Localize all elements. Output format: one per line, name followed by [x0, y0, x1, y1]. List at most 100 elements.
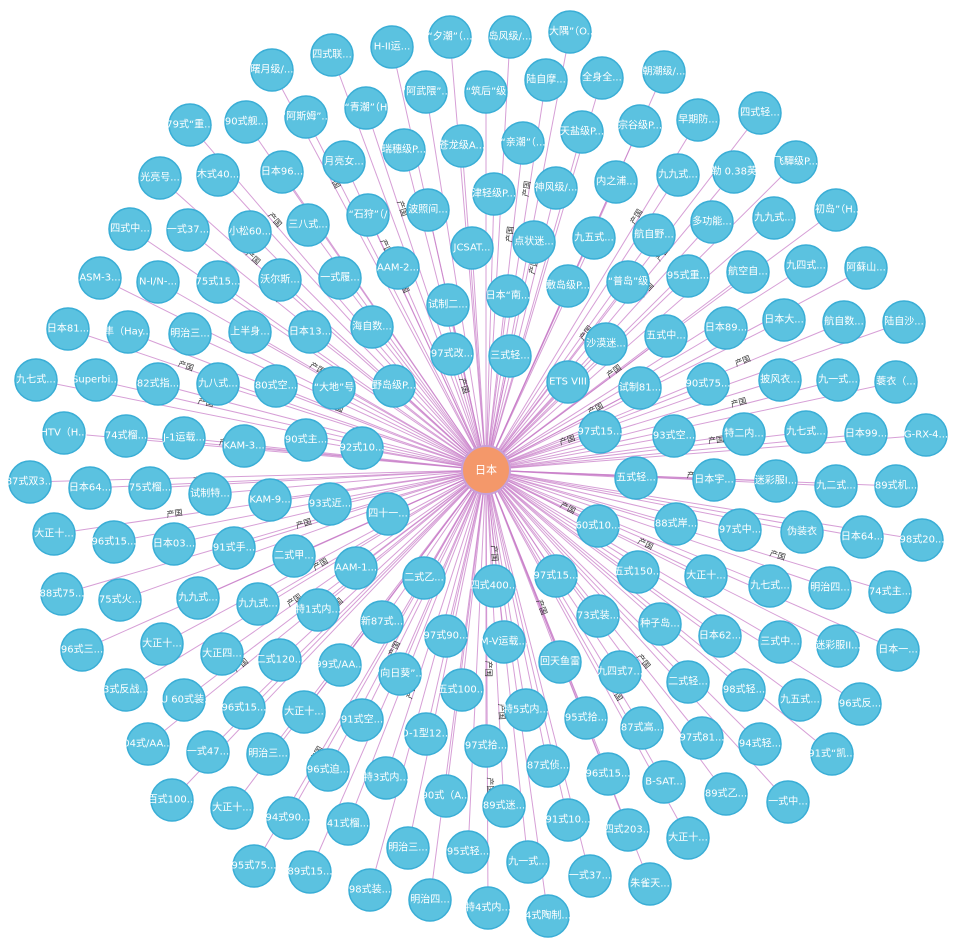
graph-node[interactable]: 二式甲... [272, 534, 316, 578]
graph-node[interactable]: 日本大... [762, 298, 806, 342]
graph-node[interactable]: 瑞穗级P... [382, 128, 426, 172]
graph-node[interactable]: 百式100... [148, 778, 197, 822]
graph-node[interactable]: JCSAT... [450, 226, 494, 270]
graph-node[interactable]: 90式（A... [422, 774, 471, 818]
graph-node[interactable]: 明治四... [408, 878, 452, 922]
node-circle[interactable] [406, 188, 450, 232]
node-circle[interactable] [266, 796, 310, 840]
graph-node[interactable]: 87式侦... [526, 744, 570, 788]
node-circle[interactable] [690, 200, 734, 244]
node-circle[interactable] [572, 216, 616, 260]
node-circle[interactable] [501, 121, 545, 165]
node-circle[interactable] [446, 830, 490, 874]
graph-node[interactable]: 四式联... [310, 33, 354, 77]
graph-node[interactable]: Superbi... [72, 358, 120, 402]
graph-node[interactable]: 特5式内... [503, 688, 549, 732]
node-circle[interactable] [370, 25, 414, 69]
node-circle[interactable] [784, 410, 828, 454]
node-circle[interactable] [340, 426, 384, 470]
node-circle[interactable] [576, 594, 620, 638]
graph-node[interactable]: 二式120... [256, 638, 305, 682]
node-circle[interactable] [136, 362, 180, 406]
node-circle[interactable] [212, 526, 256, 570]
node-circle[interactable] [32, 512, 76, 556]
graph-node[interactable]: 95式重... [666, 254, 710, 298]
graph-node[interactable]: 大正十... [282, 690, 326, 734]
graph-node[interactable]: 曙月级/... [250, 48, 294, 92]
node-circle[interactable] [232, 844, 276, 888]
graph-node[interactable]: 04式/AA... [123, 722, 173, 766]
node-circle[interactable] [128, 466, 172, 510]
node-circle[interactable] [136, 260, 180, 304]
node-circle[interactable] [466, 886, 510, 930]
graph-node[interactable]: “亲潮”（... [501, 121, 546, 165]
node-circle[interactable] [340, 698, 384, 742]
node-circle[interactable] [564, 696, 608, 740]
node-circle[interactable] [222, 686, 266, 730]
graph-node[interactable]: 波照间... [406, 188, 450, 232]
node-circle[interactable] [176, 576, 220, 620]
node-circle[interactable] [284, 95, 328, 139]
node-circle[interactable] [546, 798, 590, 842]
node-circle[interactable] [822, 300, 866, 344]
graph-node[interactable]: 新87式... [360, 600, 404, 644]
node-circle[interactable] [876, 628, 920, 672]
node-circle[interactable] [200, 632, 244, 676]
graph-node[interactable]: 早期防... [676, 98, 720, 142]
node-circle[interactable] [816, 358, 860, 402]
graph-node[interactable]: 特4式内... [465, 886, 511, 930]
graph-node[interactable]: 75式火... [98, 578, 142, 622]
graph-node[interactable]: 96式15... [92, 520, 137, 564]
node-circle[interactable] [288, 850, 332, 894]
graph-node[interactable]: 日本62... [698, 614, 742, 658]
graph-node[interactable]: 二式乙... [402, 556, 446, 600]
graph-node[interactable]: 三八式... [286, 203, 330, 247]
node-circle[interactable] [162, 678, 206, 722]
graph-node[interactable]: 特二内... [722, 412, 766, 456]
graph-node[interactable]: 迷彩服II... [815, 624, 861, 668]
node-circle[interactable] [868, 570, 912, 614]
graph-node[interactable]: 日本“南... [486, 274, 531, 318]
node-circle[interactable] [482, 784, 526, 828]
node-circle[interactable] [228, 310, 272, 354]
node-circle[interactable] [504, 688, 548, 732]
node-circle[interactable] [322, 140, 366, 184]
graph-node[interactable]: 一式47... [186, 730, 230, 774]
graph-node[interactable]: 91式“凯... [808, 732, 856, 776]
node-circle[interactable] [586, 752, 630, 796]
graph-node[interactable]: 日本96... [260, 150, 304, 194]
node-circle[interactable] [196, 362, 240, 406]
graph-node[interactable]: 88式岸... [654, 502, 698, 546]
node-circle[interactable] [618, 104, 662, 148]
graph-node[interactable]: 上半身... [228, 310, 272, 354]
node-circle[interactable] [618, 366, 662, 410]
graph-node[interactable]: 一式中... [766, 780, 810, 824]
graph-node[interactable]: 60式10... [576, 504, 621, 548]
graph-node[interactable]: M-V运载... [480, 620, 528, 664]
node-circle[interactable] [580, 56, 624, 100]
graph-node[interactable]: “石狩”（/ [346, 193, 390, 237]
node-circle[interactable] [8, 460, 52, 504]
graph-node[interactable]: 明治三... [246, 732, 290, 776]
graph-node[interactable]: 96式三... [60, 628, 104, 672]
graph-node[interactable]: 75式15... [196, 260, 241, 304]
node-circle[interactable] [546, 360, 590, 404]
node-circle[interactable] [524, 58, 568, 102]
node-circle[interactable] [74, 358, 118, 402]
graph-node[interactable]: 九八式... [196, 362, 240, 406]
graph-node[interactable]: 苍龙级A... [439, 124, 485, 168]
node-circle[interactable] [526, 894, 570, 938]
graph-node[interactable]: 日本03... [152, 522, 196, 566]
node-circle[interactable] [814, 188, 858, 232]
graph-node[interactable]: 日本99... [844, 412, 888, 456]
node-circle[interactable] [758, 358, 802, 402]
graph-node[interactable]: “大隅”（O... [544, 10, 596, 54]
node-circle[interactable] [464, 70, 508, 114]
node-circle[interactable] [272, 534, 316, 578]
graph-node[interactable]: 3式反战... [103, 668, 149, 712]
graph-node[interactable]: 日本81... [46, 307, 90, 351]
node-circle[interactable] [360, 600, 404, 644]
node-circle[interactable] [578, 410, 622, 454]
graph-node[interactable]: 79式“重... [166, 103, 214, 147]
graph-node[interactable]: 大正十... [140, 622, 184, 666]
